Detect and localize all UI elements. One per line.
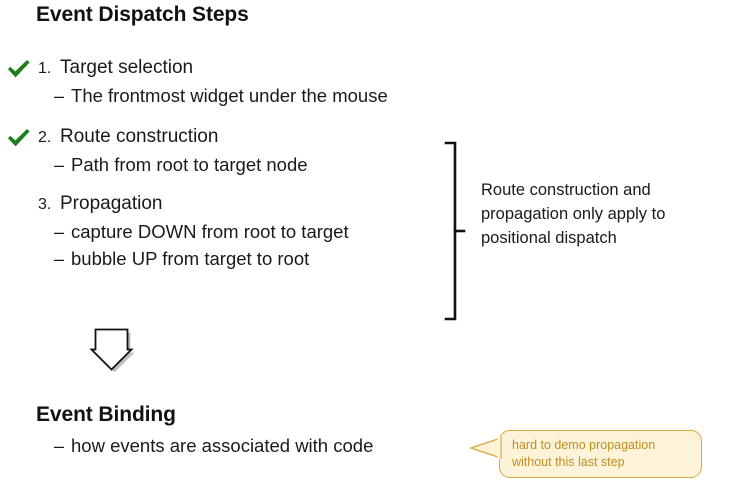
event-binding-subitem-text: how events are associated with code [71, 435, 374, 456]
step-1-subitem-1: – The frontmost widget under the mouse [54, 85, 460, 112]
callout-tail-icon [468, 432, 504, 464]
step-3-number: 3. [38, 196, 52, 213]
step-2-heading-row: 2. Route construction [0, 126, 460, 154]
page-title-bottom: Event Binding [36, 403, 176, 426]
step-item-1: 1. Target selection – The frontmost widg… [0, 57, 460, 112]
step-3-subitem-2-text: bubble UP from target to root [71, 248, 310, 269]
bracket-annotation-text: Route construction and propagation only … [481, 181, 666, 247]
step-1-title: Target selection [60, 57, 194, 78]
step-1-number: 1. [38, 60, 52, 77]
grouping-bracket-icon [444, 141, 466, 321]
step-3-subitem-1: – capture DOWN from root to target [54, 221, 460, 248]
step-3-heading-row: 3. Propagation [0, 193, 460, 221]
step-2-number: 2. [38, 129, 52, 146]
step-3-subitem-1-text: capture DOWN from root to target [71, 221, 349, 242]
bullet-dash-icon: – [54, 155, 65, 175]
event-binding-subitem: – how events are associated with code [54, 435, 373, 457]
step-item-3: 3. Propagation – capture DOWN from root … [0, 193, 460, 275]
step-2-title: Route construction [60, 126, 219, 147]
step-2-subitem-1-text: Path from root to target node [71, 154, 308, 175]
step-2-subitem-1: – Path from root to target node [54, 154, 460, 181]
spacer-2 [0, 181, 460, 193]
step-1-subitem-1-text: The frontmost widget under the mouse [71, 85, 388, 106]
event-dispatch-steps-list: 1. Target selection – The frontmost widg… [0, 57, 460, 275]
bullet-dash-icon: – [54, 222, 65, 242]
step-1-heading-row: 1. Target selection [0, 57, 460, 85]
checkmark-icon [6, 58, 32, 80]
down-arrow-icon [86, 326, 154, 373]
step-3-title: Propagation [60, 193, 163, 214]
checkmark-icon [6, 127, 32, 149]
spacer-1 [0, 112, 460, 126]
page-title-top: Event Dispatch Steps [36, 3, 249, 26]
bullet-dash-icon: – [54, 249, 65, 269]
step-item-2: 2. Route construction – Path from root t… [0, 126, 460, 181]
bullet-dash-icon: – [54, 436, 65, 456]
bullet-dash-icon: – [54, 86, 65, 106]
step-3-subitem-2: – bubble UP from target to root [54, 248, 460, 275]
callout-text: hard to demo propagation without this la… [512, 438, 656, 469]
callout-bubble: hard to demo propagation without this la… [468, 430, 702, 478]
callout-bubble-body [499, 430, 702, 478]
